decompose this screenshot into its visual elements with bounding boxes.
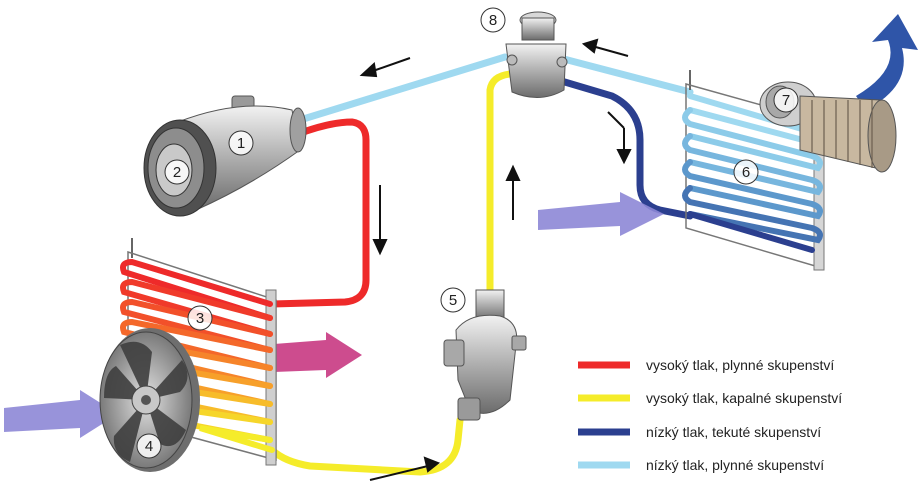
legend-item-low-liquid: nízký tlak, tekuté skupenství [578, 424, 821, 440]
svg-text:1: 1 [237, 135, 245, 152]
expansion-valve [505, 11, 568, 98]
label-2: 2 [164, 159, 190, 185]
legend-item-low-gas: nízký tlak, plynné skupenství [578, 457, 824, 473]
label-3: 3 [187, 305, 213, 331]
compressor [143, 95, 307, 217]
airflow-arrow-evaporator-in [538, 192, 664, 236]
svg-text:2: 2 [173, 164, 181, 181]
pipe-high-liquid-up [486, 70, 514, 296]
receiver-drier [443, 289, 527, 421]
flow-arrows [359, 38, 632, 481]
svg-text:5: 5 [449, 292, 457, 309]
legend: vysoký tlak, plynné skupenství vysoký tl… [578, 357, 842, 473]
airflow-arrow-blower-out [856, 14, 918, 110]
airflow-arrow-condenser-in [4, 390, 118, 438]
label-4: 4 [136, 433, 162, 459]
label-7: 7 [773, 87, 799, 113]
pipe-low-gas-evap-out [556, 54, 694, 96]
svg-text:nízký tlak, plynné skupenství: nízký tlak, plynné skupenství [646, 457, 824, 473]
cooling-fan [99, 328, 200, 472]
label-5: 5 [440, 287, 466, 313]
svg-text:3: 3 [196, 310, 204, 327]
pipe-high-gas [268, 118, 370, 308]
blower-fan [759, 81, 897, 173]
pipe-low-gas-suction [296, 53, 509, 124]
svg-text:vysoký tlak, plynné skupenství: vysoký tlak, plynné skupenství [646, 357, 834, 373]
legend-item-high-liquid: vysoký tlak, kapalné skupenství [578, 390, 842, 406]
svg-text:6: 6 [742, 164, 750, 181]
pipe-low-liquid [554, 76, 694, 220]
svg-text:vysoký tlak, kapalné skupenstv: vysoký tlak, kapalné skupenství [646, 390, 842, 406]
label-6: 6 [733, 159, 759, 185]
svg-text:7: 7 [782, 92, 790, 109]
label-8: 8 [480, 7, 506, 33]
pipe-high-liquid-out [268, 416, 464, 476]
svg-text:nízký tlak, tekuté skupenství: nízký tlak, tekuté skupenství [646, 424, 821, 440]
svg-text:4: 4 [145, 438, 153, 455]
airflow-arrow-condenser-out [274, 332, 362, 378]
svg-text:8: 8 [489, 12, 497, 29]
legend-item-high-gas: vysoký tlak, plynné skupenství [578, 357, 834, 373]
label-1: 1 [228, 130, 254, 156]
number-labels: 1 2 3 4 5 6 7 8 [136, 7, 799, 459]
